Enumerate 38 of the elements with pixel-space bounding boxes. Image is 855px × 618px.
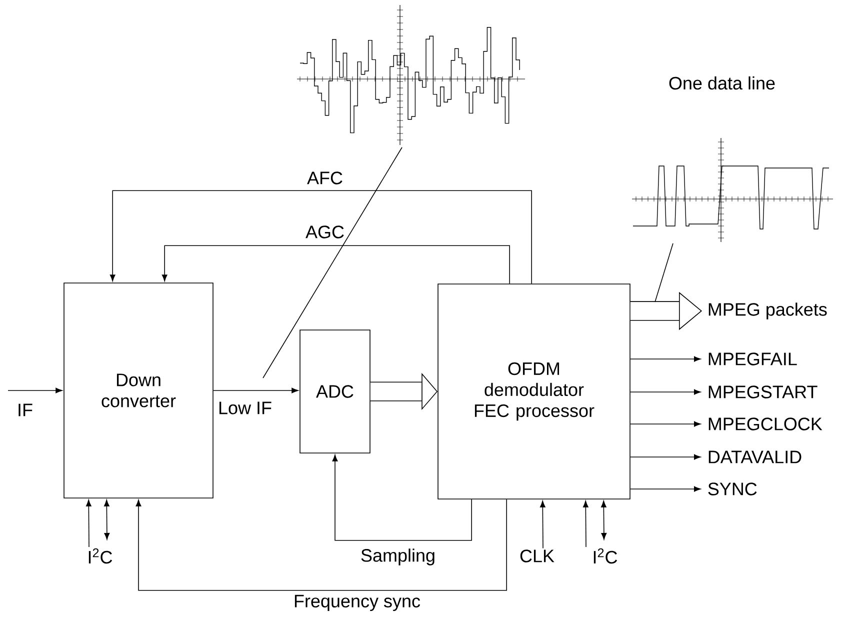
arrow [8,388,62,394]
signal-label: SYNC [708,482,757,496]
pin-label: CLK [520,550,554,562]
edge-label: Low IF [219,402,272,414]
block-box: ADC [300,330,370,454]
arrow [213,388,298,394]
leader-line [262,146,402,378]
arrow [540,500,546,549]
arrow [630,356,701,362]
signal-label: DATAVALID [708,450,802,464]
arrow [104,500,110,540]
arrow [630,486,701,492]
arrow [600,500,607,540]
arrow [332,454,472,541]
signal-label: MPEG packets [708,302,827,320]
edge-label: IF [18,404,32,416]
arrow [86,500,92,548]
edge-label: Sampling [361,548,434,566]
arrow [110,190,532,284]
block-box: OFDM demodulator FEC processor [438,284,630,500]
signal-label: MPEGCLOCK [708,418,822,430]
edge-label: Frequency sync [294,594,420,612]
arrow [630,454,701,460]
arrow [136,498,507,591]
edge-label: AFC [307,172,342,184]
leader-line [654,242,674,302]
pin-label: I$^{2}$C [88,548,112,564]
arrow [582,500,588,548]
arrow [630,421,701,427]
arrow [630,389,701,395]
signal-label: MPEGFAIL [708,352,797,366]
waveform-drawing [296,4,526,146]
edge-label: AGC [306,226,344,238]
pin-label: I$^{2}$C [594,548,618,564]
signal-label: MPEGSTART [708,386,818,398]
heading: One data line [669,76,775,90]
block-box: Down converter [64,282,214,498]
arrow [162,245,510,284]
